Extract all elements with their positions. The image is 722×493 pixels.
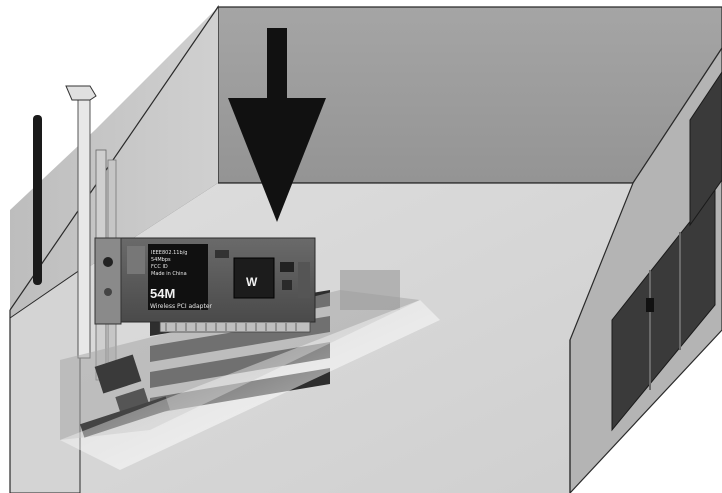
antenna-connector [103, 257, 113, 267]
card-component [298, 262, 310, 298]
chip-logo: W [246, 275, 258, 289]
card-product-text: Wireless PCI adapter [150, 303, 213, 310]
card-bracket [95, 238, 121, 324]
card-small-print: 54Mbps [151, 257, 171, 263]
card-component [215, 250, 229, 258]
card-small-print: Made in China [151, 271, 187, 277]
card-small-print: IEEE802.11b/g [151, 250, 187, 256]
bracket-tab [66, 86, 96, 100]
card-small-print: FCC ID [151, 264, 168, 270]
card-component [280, 262, 294, 272]
card-component [282, 280, 292, 290]
card-edge-connector [160, 322, 310, 332]
led-indicator [104, 288, 112, 296]
antenna-icon [33, 115, 42, 285]
card-model-text: 54M [150, 286, 175, 301]
bay-latch [646, 298, 654, 312]
wireless-pci-card: IEEE802.11b/g 54Mbps FCC ID Made in Chin… [95, 238, 315, 332]
slot-bracket [78, 88, 90, 358]
card-component [127, 246, 145, 274]
